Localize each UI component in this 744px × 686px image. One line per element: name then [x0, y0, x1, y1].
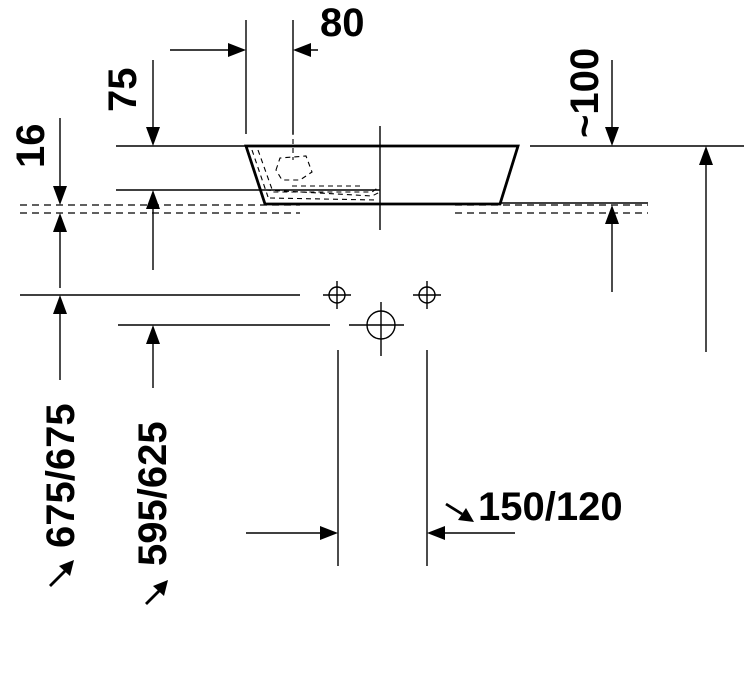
dimension-100-label: ~100	[563, 48, 607, 138]
arrow-marker-150	[445, 502, 474, 522]
arrow-marker-675	[49, 560, 74, 587]
drain-outlet	[349, 302, 404, 356]
dimension-100	[530, 60, 744, 352]
dimension-595	[118, 324, 330, 388]
dimension-150-label: 150/120	[478, 485, 623, 529]
basin-hidden-lines	[251, 149, 381, 201]
dimension-675-label: 675/675	[39, 403, 83, 548]
dimension-80	[170, 20, 318, 134]
arrow-marker-595	[145, 580, 168, 605]
basin-outline	[244, 144, 520, 206]
dimension-80-label: 80	[320, 1, 365, 45]
tap-hole-right	[413, 281, 441, 309]
dimension-150	[246, 350, 515, 566]
dimension-16	[53, 118, 67, 288]
dimension-675	[20, 294, 300, 380]
dimension-16-label: 16	[9, 124, 53, 169]
countertop-lines	[20, 202, 648, 214]
dimension-595-label: 595/625	[131, 421, 175, 566]
dimension-75-label: 75	[101, 68, 145, 113]
tap-hole-left	[323, 281, 351, 309]
dimension-75	[116, 60, 380, 270]
